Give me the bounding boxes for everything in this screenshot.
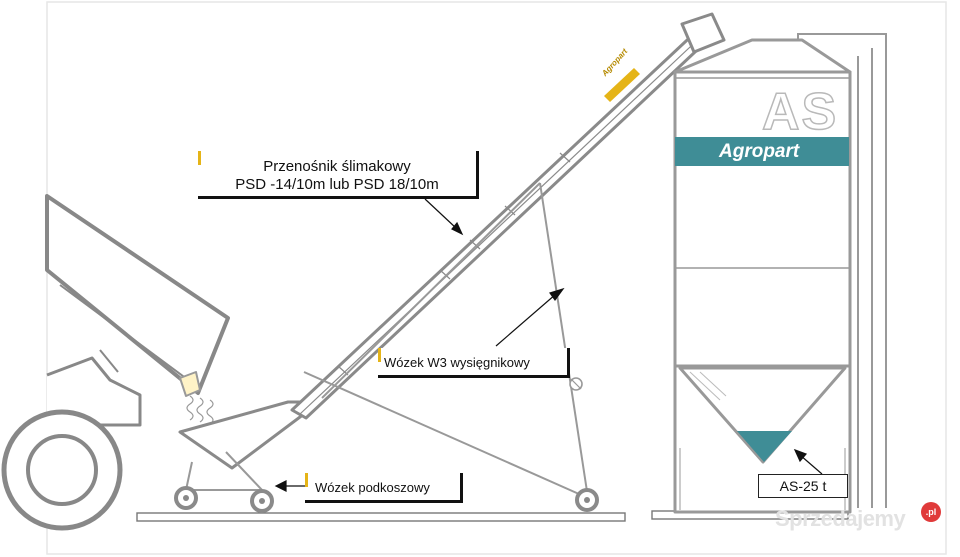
label-accent <box>198 151 201 165</box>
silo-icon <box>673 38 852 514</box>
label-screw-conveyor-line2: PSD -14/10m lub PSD 18/10m <box>235 176 439 193</box>
label-accent <box>378 348 381 362</box>
silo-brand-bar: Agropart <box>675 137 849 166</box>
label-silo-capacity: AS-25 t <box>758 474 848 498</box>
watermark: Sprzedajemy <box>775 506 906 531</box>
arrow-icon <box>274 198 823 492</box>
label-hopper-trolley-text: Wózek podkoszowy <box>315 480 430 495</box>
label-accent <box>305 473 308 487</box>
wheel-hub-icon <box>183 495 590 504</box>
hopper-trolley-icon <box>185 451 263 491</box>
label-screw-conveyor: Przenośnik ślimakowy PSD -14/10m lub PSD… <box>198 151 479 199</box>
label-w3-trolley: Wózek W3 wysięgnikowy <box>378 348 570 378</box>
watermark-suffix: .pl <box>921 502 941 522</box>
silo-hopper-hatching <box>689 371 727 401</box>
silo-as-logo: AS <box>761 82 839 142</box>
screw-conveyor-icon <box>178 12 726 470</box>
frame <box>46 1 947 555</box>
label-hopper-trolley: Wózek podkoszowy <box>305 473 463 503</box>
conveyor-brand-patch <box>604 68 640 102</box>
label-screw-conveyor-line1: Przenośnik ślimakowy <box>263 158 411 175</box>
silo-ladder-icon <box>797 33 887 508</box>
label-w3-trolley-text: Wózek W3 wysięgnikowy <box>384 355 530 370</box>
ground-rail-left <box>136 512 626 522</box>
grain-stream <box>186 395 214 425</box>
silo-grain-fill <box>737 431 792 462</box>
truck-icon <box>1 194 230 531</box>
w3-trolley-icon <box>303 182 589 499</box>
